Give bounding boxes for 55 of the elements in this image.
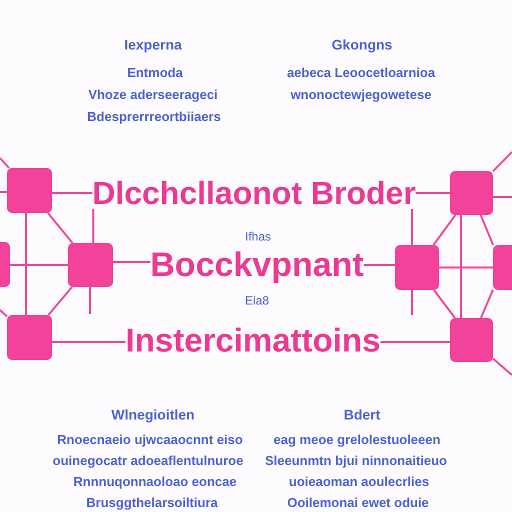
network-square xyxy=(7,168,52,213)
connector-line xyxy=(52,192,92,194)
connector-line xyxy=(48,286,73,316)
connector-line xyxy=(480,214,494,246)
network-square xyxy=(395,245,439,290)
connector-line xyxy=(0,191,7,193)
connector-line xyxy=(432,214,456,246)
body-text: ouinegocatr adoeaflentulnuroe xyxy=(52,454,244,468)
section-heading: Gkongns xyxy=(332,37,392,53)
network-square xyxy=(450,171,493,215)
headline-text: Instercimattoins xyxy=(126,324,380,356)
connector-line xyxy=(380,341,450,343)
connector-line xyxy=(480,289,494,318)
body-text: uoieaoman aoulecrlies xyxy=(288,474,430,490)
connector-line xyxy=(439,266,493,268)
body-text: wnonoctewjegowetese xyxy=(290,88,432,102)
connector-line xyxy=(47,212,74,244)
connector-line xyxy=(493,196,512,198)
body-text: Sleeunmtn bjui ninnonaitieuo xyxy=(265,454,447,468)
connector-line xyxy=(411,209,413,245)
connector-line xyxy=(113,261,150,263)
small-label: Ifhas xyxy=(245,230,271,244)
body-text: Bdesprerrreortbiiaers xyxy=(87,110,221,124)
connector-line xyxy=(92,209,94,243)
connector-line xyxy=(25,213,27,315)
section-heading: Wlnegioitlen xyxy=(111,407,195,423)
connector-line xyxy=(416,192,450,194)
connector-line xyxy=(89,287,91,314)
body-text: eag meoe grelolestuoleeen xyxy=(274,432,440,448)
connector-line xyxy=(52,341,126,343)
small-label: Eia8 xyxy=(244,294,270,308)
headline-text: Bocckvpnant xyxy=(150,248,364,282)
section-heading: Iexperna xyxy=(124,37,182,53)
body-text: Vhoze aderseerageci xyxy=(88,88,218,102)
network-square xyxy=(0,242,10,287)
headline-text: Dlcchcllaonot Broder xyxy=(92,177,416,209)
connector-line xyxy=(0,309,8,318)
connector-line xyxy=(10,264,68,266)
section-heading: Bdert xyxy=(344,407,380,423)
connector-line xyxy=(460,215,462,318)
body-text: Brusggthelarsoiltiura xyxy=(86,496,218,510)
connector-line xyxy=(492,151,512,172)
connector-line xyxy=(411,290,413,315)
network-square xyxy=(68,243,113,287)
network-square xyxy=(450,318,493,362)
connector-line xyxy=(364,264,395,266)
body-text: Entmoda xyxy=(127,66,183,80)
connector-line xyxy=(0,157,10,169)
body-text: aebeca Leoocetloarnioa xyxy=(286,66,436,80)
body-text: Rnnnuqonnaoloao eoncae xyxy=(73,474,237,490)
network-square xyxy=(7,315,52,360)
body-text: Rnoecnaeio ujwcaaocnnt eiso xyxy=(57,432,243,448)
body-text: Ooilemonai ewet oduie xyxy=(287,496,429,510)
connector-line xyxy=(433,289,456,319)
connector-line xyxy=(492,358,512,376)
